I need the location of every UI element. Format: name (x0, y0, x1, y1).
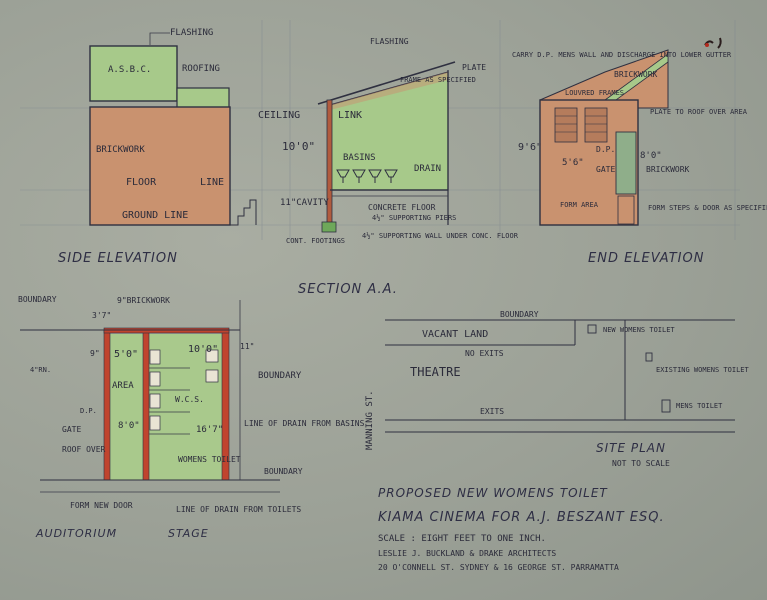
section-height-dim: 10'0" (282, 140, 315, 153)
section-link-label: LINK (338, 110, 362, 121)
roof-step (176, 87, 230, 109)
plan-line-drain-basins: LINE OF DRAIN FROM BASINS (244, 419, 365, 428)
roof-panel (89, 45, 178, 102)
section-basins-label: BASINS (343, 153, 376, 163)
site-new-toilet-marker (587, 324, 597, 334)
floor-plan: BOUNDARY 9"BRICKWORK 3'7" 5'0" 10'0" 11"… (18, 295, 365, 540)
end-form-area-label: FORM AREA (560, 201, 599, 209)
plan-mid-wall (142, 329, 150, 481)
plan-dim-9: 9" (90, 349, 100, 358)
plan-form-new-door: FORM NEW DOOR (70, 501, 133, 510)
section-concrete-floor-label: CONCRETE FLOOR (368, 203, 436, 212)
plan-dim-100: 10'0" (188, 344, 218, 355)
end-elevation-title: END ELEVATION (588, 251, 704, 266)
side-elevation: FLASHING A.S.B.C. ROOFING BRICKWORK FLOO… (58, 28, 257, 266)
site-new-womens-toilet: NEW WOMENS TOILET (603, 326, 675, 334)
title-architects: LESLIE J. BUCKLAND & DRAKE ARCHITECTS (378, 549, 556, 558)
site-no-exits: NO EXITS (465, 349, 504, 358)
section-roof-eave (330, 72, 448, 110)
plan-wcs-label: W.C.S. (175, 395, 204, 404)
site-mens-toilet: MENS TOILET (676, 402, 723, 410)
site-plan: BOUNDARY VACANT LAND NEW WOMENS TOILET N… (365, 310, 750, 468)
site-vacant-land: VACANT LAND (422, 329, 488, 340)
plan-dim-80: 8'0" (118, 421, 140, 431)
section-footings-label: CONT. FOOTINGS (286, 237, 345, 245)
title-address: 20 O'CONNELL ST. SYDNEY & 16 GEORGE ST. … (378, 563, 619, 572)
title-block: PROPOSED NEW WOMENS TOILET KIAMA CINEMA … (378, 486, 665, 572)
plan-dim-167: 16'7" (196, 425, 223, 435)
site-plan-subtitle: NOT TO SCALE (612, 459, 670, 468)
plan-left-wall (103, 329, 111, 481)
louvre-2 (584, 107, 608, 143)
side-elevation-title: SIDE ELEVATION (58, 251, 178, 266)
plan-boundary-br: BOUNDARY (264, 467, 303, 476)
plan-boundary-tl: BOUNDARY (18, 295, 57, 304)
side-flashing-label: FLASHING (170, 28, 213, 38)
plan-gate-label: GATE (62, 425, 81, 434)
louvre-1 (554, 107, 578, 143)
plan-dim-10: 4"RN. (30, 366, 51, 374)
section-aa: FLASHING PLATE FRAME AS SPECIFIED CEILIN… (258, 37, 519, 297)
title-line2: KIAMA CINEMA FOR A.J. BESZANT ESQ. (378, 510, 665, 525)
end-brickwork-label: BRICKWORK (614, 70, 658, 79)
side-ground-line-label: GROUND LINE (122, 210, 188, 221)
end-gate (617, 195, 635, 225)
brick-wall (89, 106, 231, 226)
site-mens-toilet-marker (661, 399, 671, 413)
title-scale: SCALE : EIGHT FEET TO ONE INCH. (378, 534, 546, 544)
end-dim-56: 5'6" (562, 158, 584, 168)
plan-boundary-r: BOUNDARY (258, 371, 302, 381)
site-boundary-label: BOUNDARY (500, 310, 539, 319)
site-theatre: THEATRE (410, 365, 461, 379)
section-plate-label: PLATE (462, 63, 486, 72)
site-exits: EXITS (480, 407, 504, 416)
section-cavity-label: 11"CAVITY (280, 198, 329, 208)
plan-roof-over-label: ROOF OVER (62, 445, 106, 454)
side-line-label: LINE (200, 177, 224, 188)
plan-dp-label: D.P. (80, 407, 97, 415)
end-elevation: CARRY D.P. MENS WALL AND DISCHARGE INTO … (512, 49, 767, 266)
end-dim-80: 8'0" (640, 151, 662, 161)
end-form-steps-label: FORM STEPS & DOOR AS SPECIFIED (648, 204, 767, 212)
end-plate-label: PLATE TO ROOF OVER AREA (650, 108, 748, 116)
end-louvred-label: LOUVRED FRAMES (565, 89, 624, 97)
section-ceiling-label: CEILING (258, 110, 300, 121)
footing (321, 221, 337, 233)
section-flashing-label: FLASHING (370, 37, 409, 46)
site-existing-toilet-marker (645, 352, 653, 362)
site-plan-title: SITE PLAN (596, 441, 666, 455)
end-dp-label: D.P. (596, 145, 615, 154)
section-drain-label: DRAIN (414, 164, 441, 174)
end-dim-96: 9'6" (518, 142, 542, 153)
site-existing-womens: EXISTING WOMENS TOILET (656, 366, 750, 374)
side-asbc-label: A.S.B.C. (108, 65, 151, 75)
plan-brickwork-9: 9"BRICKWORK (117, 296, 170, 305)
end-brickwork2-label: BRICKWORK (646, 165, 690, 174)
end-gate-label: GATE (596, 165, 615, 174)
plan-area-label: AREA (112, 381, 134, 391)
plan-womens-toilet: WOMENS TOILET (178, 455, 241, 464)
end-note-label: CARRY D.P. MENS WALL AND DISCHARGE INTO … (512, 51, 732, 59)
plan-stage-label: STAGE (168, 527, 209, 540)
plan-dim-50: 5'0" (114, 349, 138, 360)
side-roofing-label: ROOFING (182, 64, 220, 74)
section-piers-label: 4½" SUPPORTING PIERS (372, 214, 456, 222)
basin-row (336, 169, 398, 183)
plan-dim-11: 11" (240, 342, 254, 351)
section-frame-label: FRAME AS SPECIFIED (400, 76, 476, 84)
site-street-label: MANNING ST. (365, 390, 375, 450)
plan-line-drain-toilets: LINE OF DRAIN FROM TOILETS (176, 505, 301, 514)
plan-auditorium-label: AUDITORIUM (35, 527, 117, 540)
side-floor-label: FLOOR (126, 177, 157, 188)
end-door (615, 131, 637, 195)
side-brickwork-label: BRICKWORK (96, 145, 145, 155)
plan-dim-37: 3'7" (92, 311, 111, 320)
title-line1: PROPOSED NEW WOMENS TOILET (378, 486, 608, 500)
section-title: SECTION A.A. (298, 282, 398, 297)
section-wall-label: 4½" SUPPORTING WALL UNDER CONC. FLOOR (362, 232, 519, 240)
